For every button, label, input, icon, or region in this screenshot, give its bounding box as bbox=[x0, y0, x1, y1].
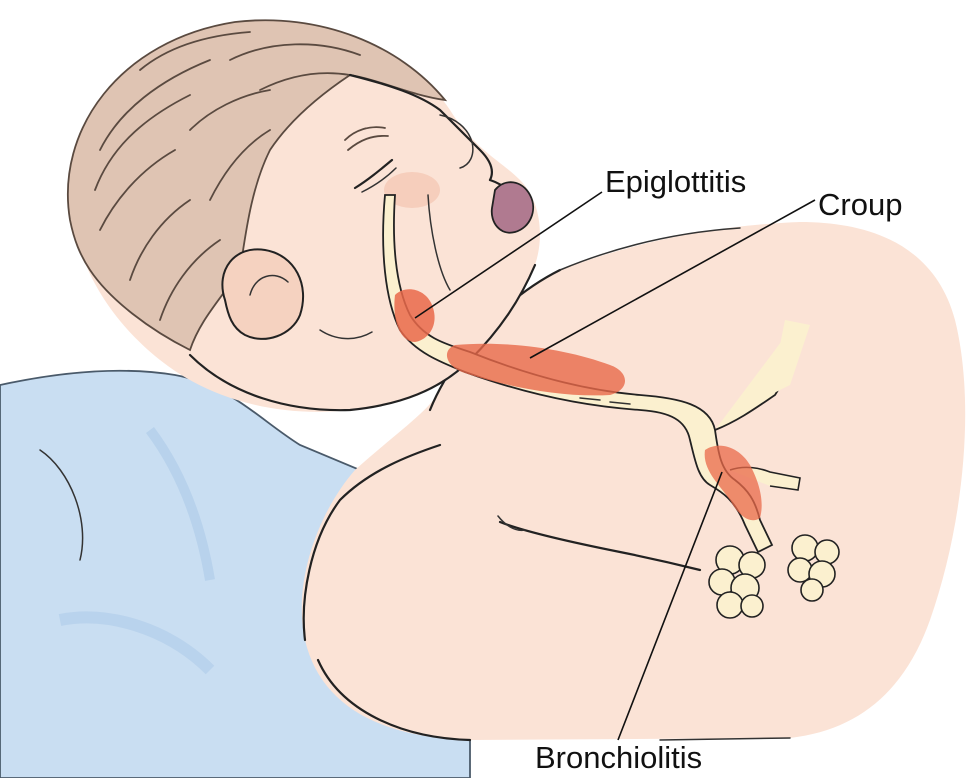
open-mouth bbox=[492, 182, 533, 232]
alveoli-cluster-left bbox=[709, 546, 765, 618]
label-croup: Croup bbox=[818, 187, 902, 222]
label-bronchiolitis: Bronchiolitis bbox=[535, 740, 702, 775]
ear bbox=[222, 249, 303, 339]
label-epiglottitis: Epiglottitis bbox=[605, 164, 746, 199]
